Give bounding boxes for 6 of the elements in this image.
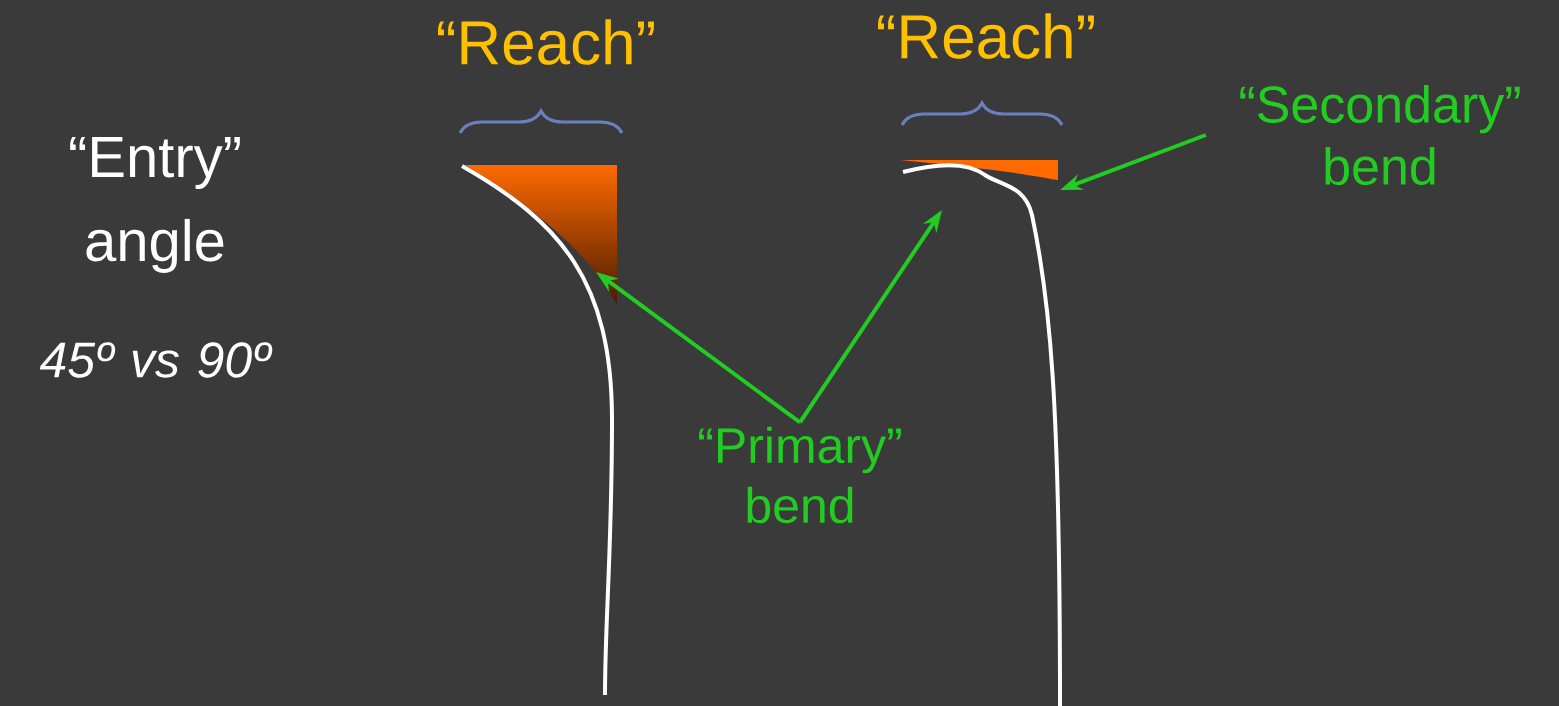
reach-label: “Reach” <box>438 19 654 65</box>
reach-label: “Reach” <box>878 13 1094 59</box>
angle-note: 45º vs 90º <box>39 342 273 378</box>
callout-text: “Primary” bend <box>699 426 901 524</box>
angle-label: “Entry” angle <box>70 137 240 273</box>
callout-text: “Secondary” bend <box>1240 84 1520 186</box>
